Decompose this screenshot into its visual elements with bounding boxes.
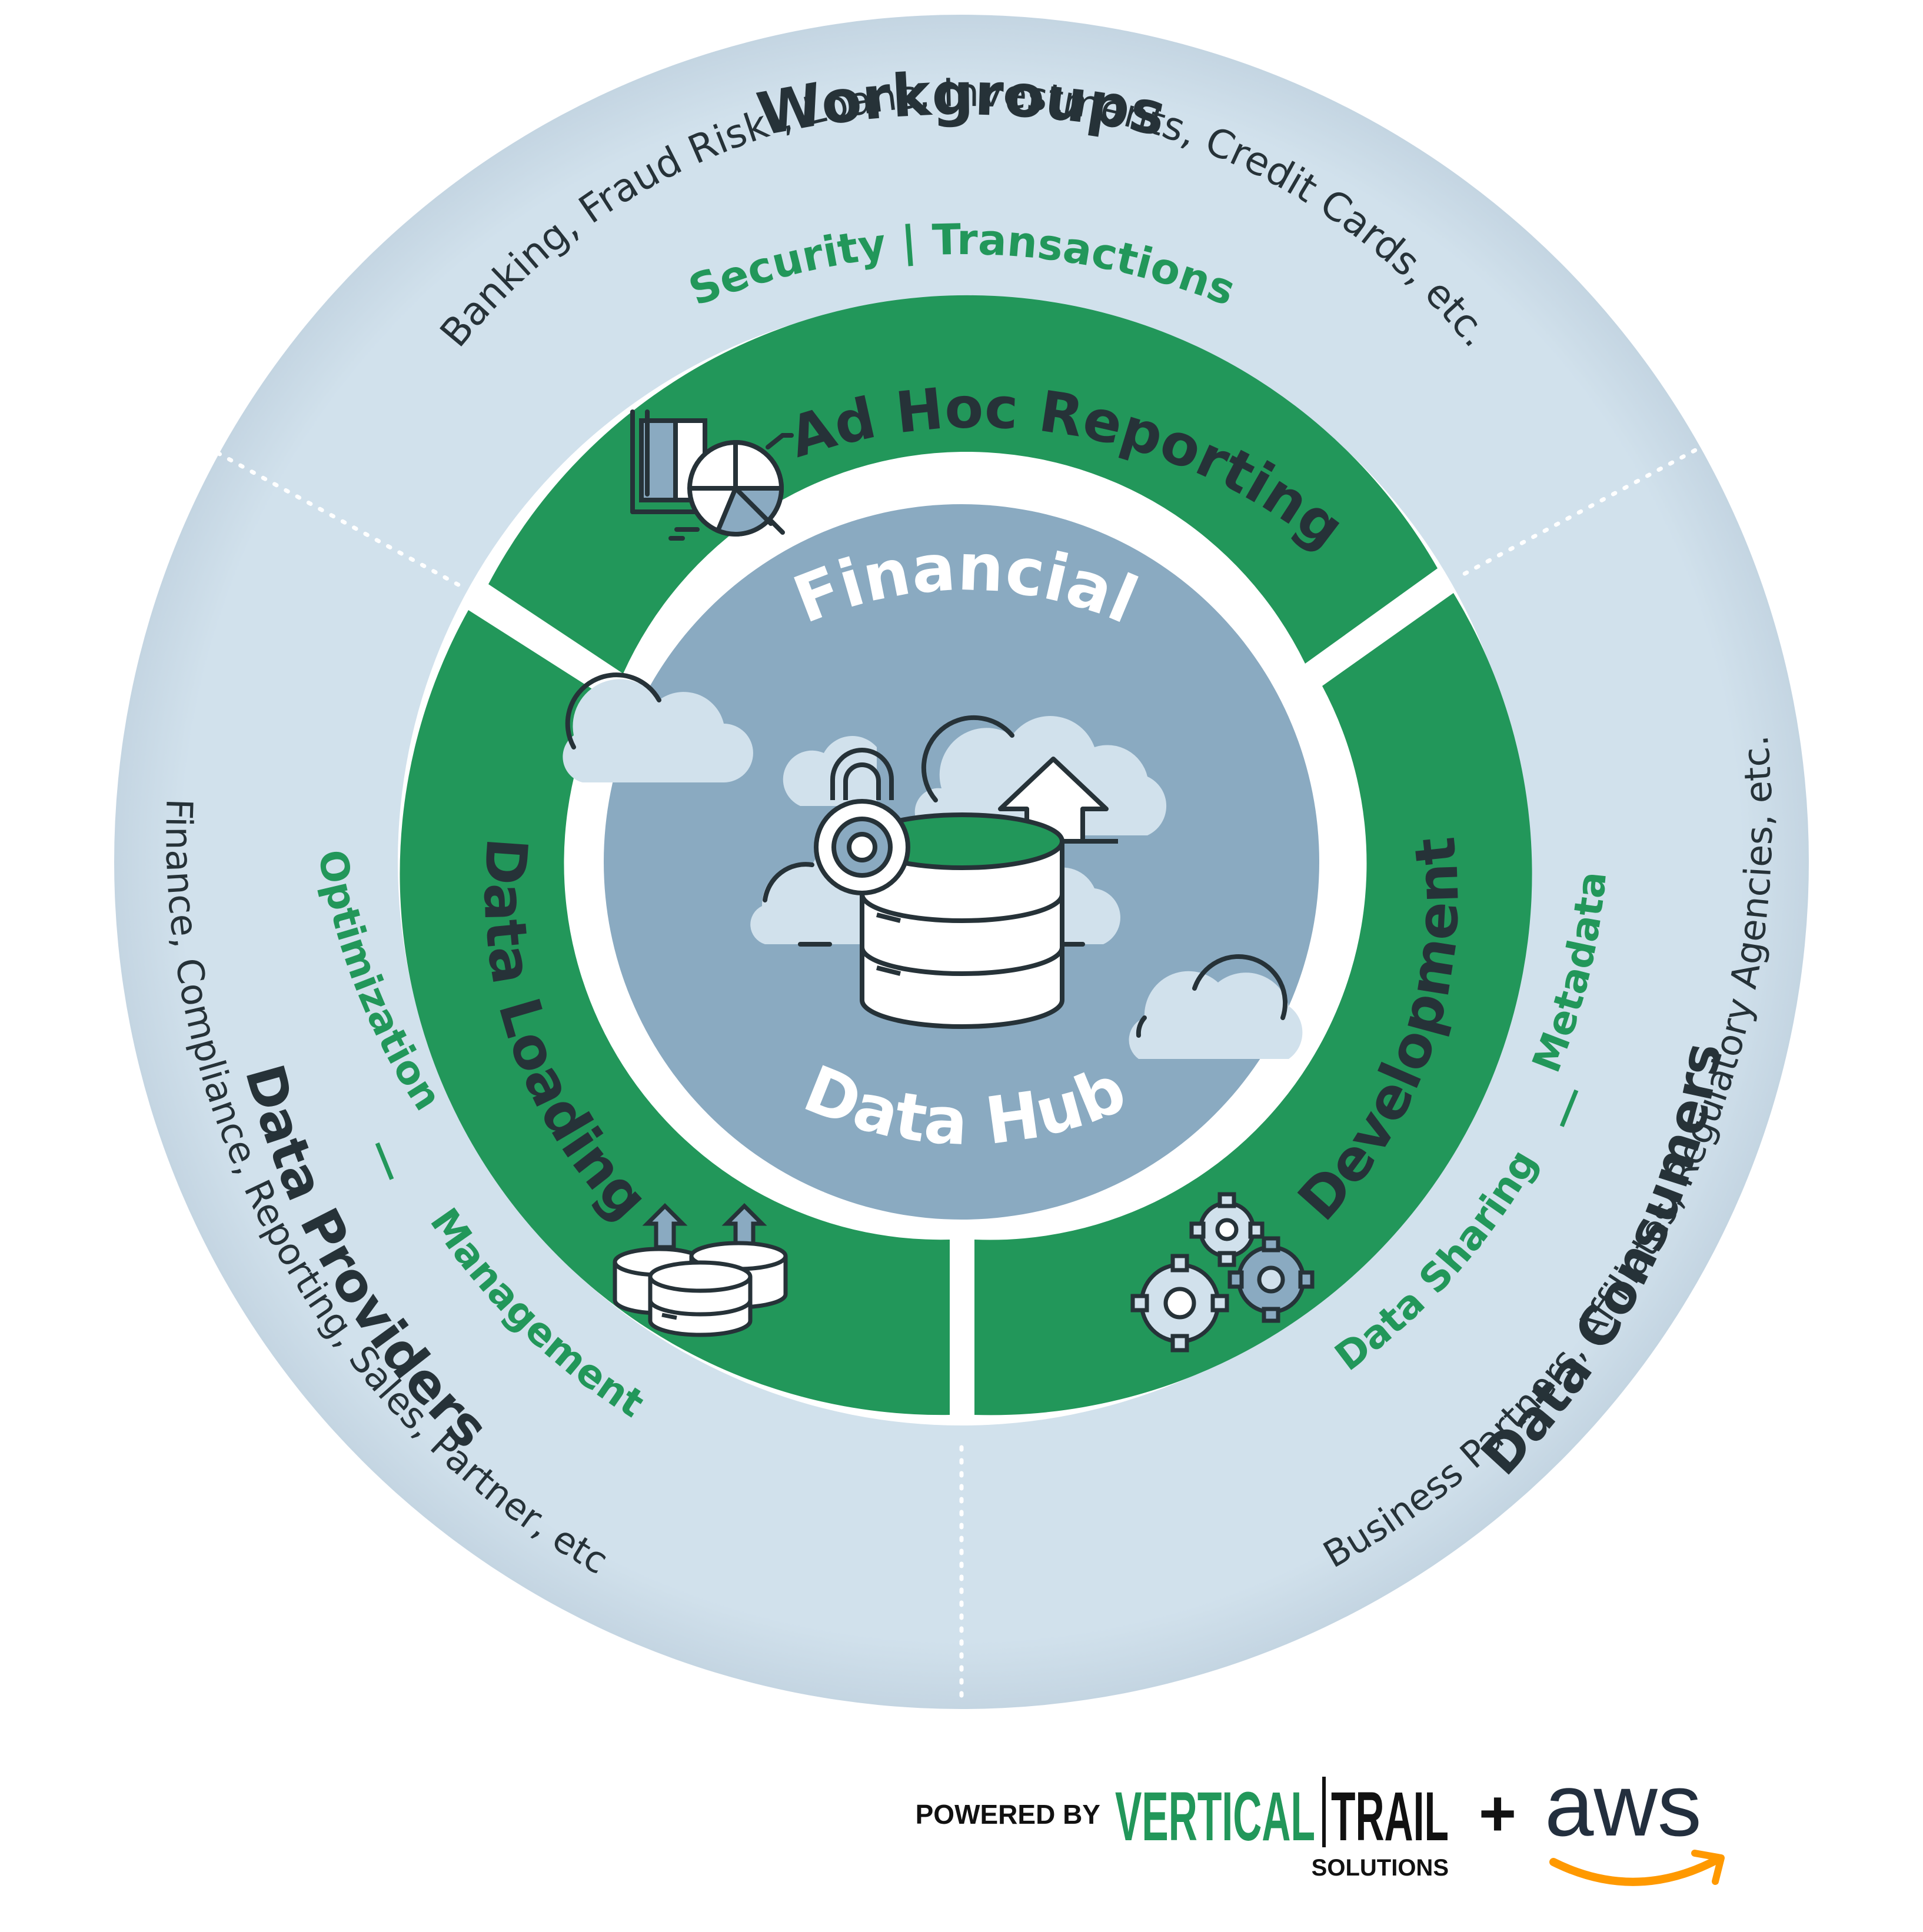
section-dividers — [215, 442, 1709, 1708]
lock-icon — [814, 748, 910, 895]
footer: POWERED BY VERTICAL TRAIL SOLUTIONS + aw… — [916, 1756, 1725, 1886]
ring-segment-data-loading[interactable] — [400, 610, 950, 1415]
powered-by-label: POWERED BY — [916, 1799, 1100, 1830]
brand-trail: TRAIL — [1331, 1778, 1449, 1856]
gear-icon — [1130, 1192, 1315, 1353]
plus-sign: + — [1479, 1777, 1516, 1850]
chart-icon — [630, 409, 794, 541]
database-upload-icon — [613, 1203, 788, 1337]
aws-smile-icon — [1549, 1855, 1722, 1886]
database-icon — [860, 812, 1064, 1029]
ring-segment-development[interactable] — [974, 593, 1532, 1415]
brand-vertical: VERTICAL — [1115, 1778, 1315, 1856]
aws-logo: aws — [1545, 1756, 1702, 1854]
brand-solutions: SOLUTIONS — [1312, 1855, 1449, 1881]
ring-segment-ad-hoc-reporting[interactable] — [488, 295, 1438, 674]
green-ring — [400, 295, 1532, 1415]
